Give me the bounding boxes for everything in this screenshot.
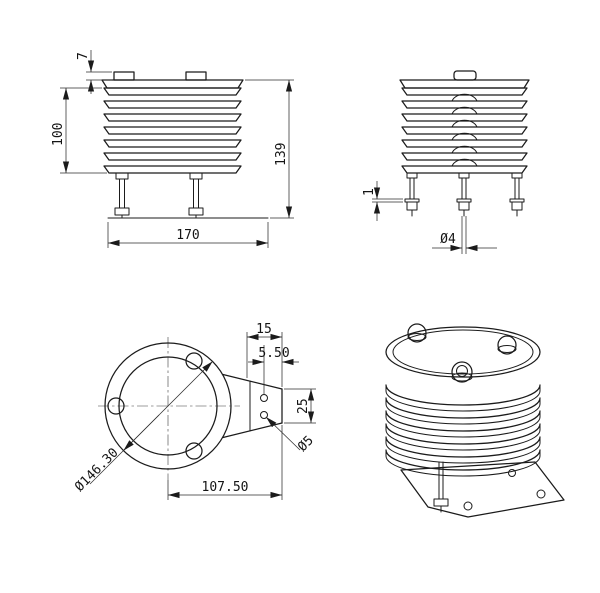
front-mounting-legs: [107, 172, 269, 219]
louver-plate: [103, 165, 242, 174]
louver-plate: [103, 139, 242, 148]
leg-nut: [189, 172, 203, 180]
leg-foot: [188, 207, 204, 216]
bolt-nut: [511, 172, 523, 179]
iso-mounting-plate: [400, 461, 565, 518]
dim-label-tab-height: 7: [76, 52, 91, 60]
cap-hole: [185, 352, 203, 370]
plate-hole: [463, 501, 473, 511]
front-shield-body: [101, 71, 244, 174]
iso-louvers: [385, 384, 541, 477]
side-mounting-bolts: [404, 172, 525, 217]
leg-foot: [114, 207, 130, 216]
louver-plate: [103, 100, 242, 109]
bolt-nut: [433, 498, 449, 507]
dim-label-hole-edge-offset: 5.50: [258, 346, 289, 361]
dim-label-stack-height: 100: [51, 123, 66, 146]
dim-label-center-to-bracket: 107.50: [202, 480, 249, 495]
top-tab: [113, 71, 135, 81]
bolt-nut: [406, 201, 418, 211]
cap-hole: [185, 442, 203, 460]
dim-label-overall-height: 139: [274, 143, 289, 166]
mounting-bracket: [222, 373, 283, 439]
plate-hole: [536, 489, 546, 499]
dim-label-mount-hole-diameter: Ø5: [295, 433, 317, 455]
louver-plate: [401, 139, 528, 148]
isometric-view: [385, 323, 565, 518]
louver-plate: [401, 152, 528, 161]
dim-label-bolt-diameter: Ø4: [440, 232, 456, 247]
bracket-hole: [260, 394, 268, 402]
flange-outer-circle: [104, 342, 232, 470]
louver-plate: [103, 113, 242, 122]
knob-top: [456, 365, 468, 377]
louver-plate: [401, 100, 528, 109]
bolt-nut: [458, 201, 470, 211]
inner-core-arches: [451, 93, 478, 167]
top-knobs: [407, 323, 517, 383]
louver-plate: [401, 87, 528, 96]
cap-hole: [107, 397, 125, 415]
bracket-hole: [260, 411, 268, 419]
flange-inner-circle: [118, 356, 218, 456]
bracket-plate: [400, 461, 565, 518]
knob: [407, 323, 427, 343]
top-tab: [453, 70, 477, 81]
dim-label-hole-spacing: 25: [296, 398, 311, 414]
louver-plate: [103, 152, 242, 161]
top-disc-rim: [385, 326, 541, 378]
louver-plate: [103, 87, 242, 96]
dim-label-shield-diameter: Ø146.30: [72, 445, 121, 494]
louver-plate: [103, 126, 242, 135]
top-disc-inner: [392, 329, 534, 375]
top-view: 15 5.50 25 Ø5 Ø146.30 107.50: [72, 322, 317, 500]
bolt-nut: [511, 201, 523, 211]
knob: [451, 361, 473, 383]
top-tab: [185, 71, 207, 81]
louver-plate: [401, 126, 528, 135]
dim-label-base-width: 170: [176, 228, 199, 243]
front-dimensions: 7 100 139 170: [51, 50, 294, 248]
side-view: 1 Ø4: [362, 70, 530, 254]
leg-nut: [115, 172, 129, 180]
louver-plate: [401, 113, 528, 122]
knob: [497, 335, 517, 355]
side-shield-body: [399, 70, 530, 174]
top-cap: [101, 79, 244, 89]
top-cap: [399, 79, 530, 89]
bolt-nut: [406, 172, 418, 179]
bolt-nut: [458, 172, 470, 179]
louver-plate: [401, 165, 528, 174]
front-view: 7 100 139 170: [51, 50, 294, 248]
dim-label-bracket-depth: 15: [256, 322, 272, 337]
dim-label-washer-thickness: 1: [362, 188, 377, 196]
plate-hole: [508, 469, 516, 477]
side-dimensions: 1 Ø4: [362, 181, 497, 254]
